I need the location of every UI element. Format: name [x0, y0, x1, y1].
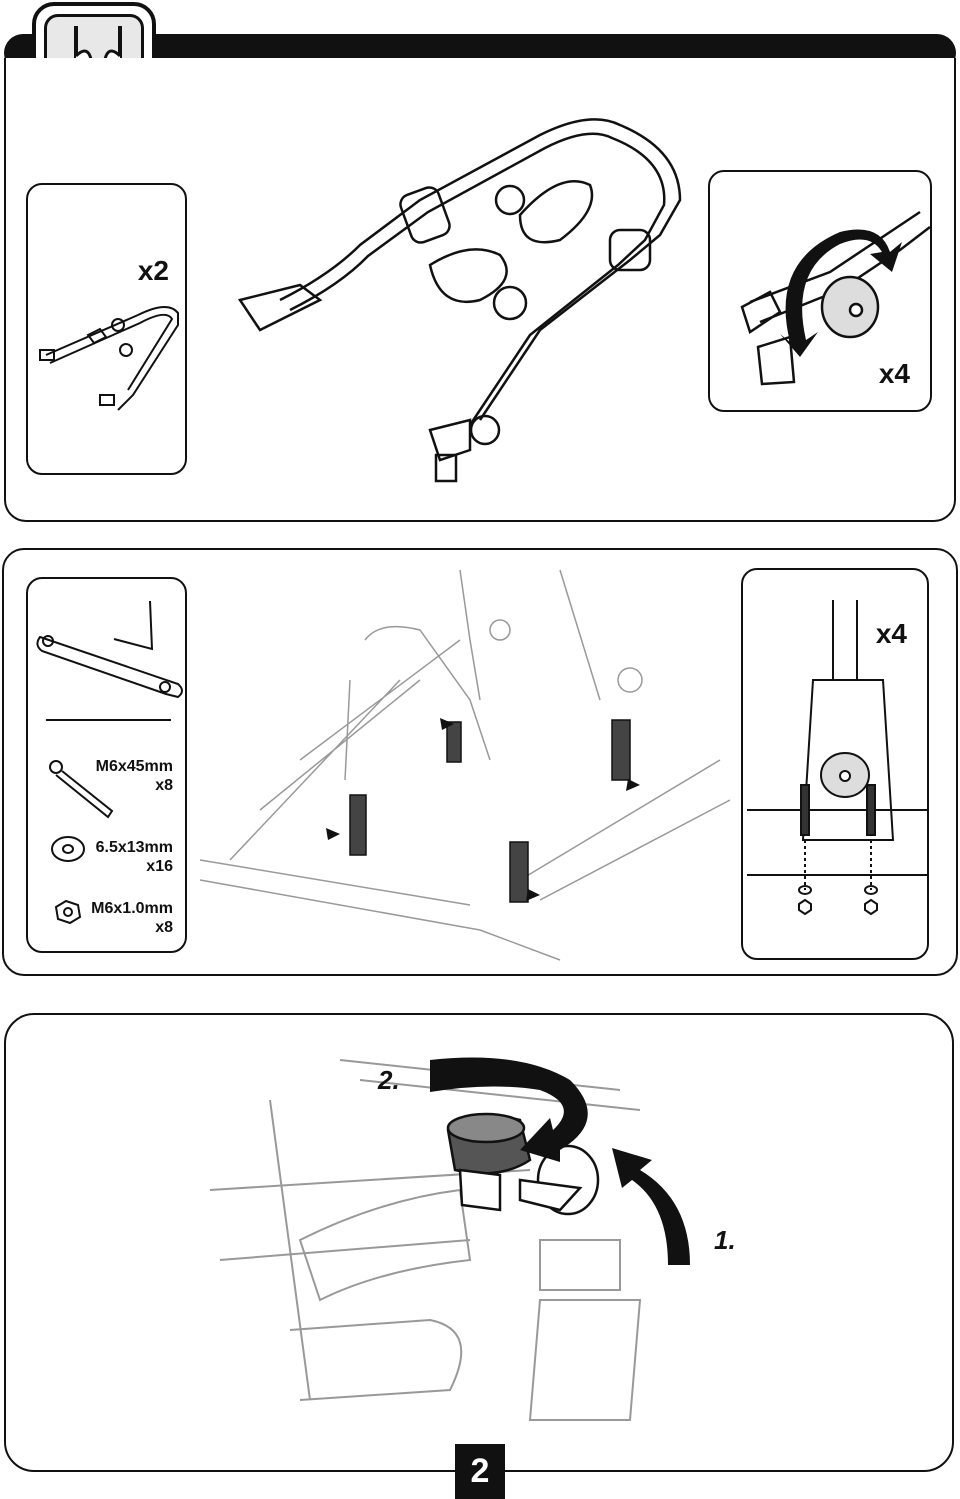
- inset-rack-arms: x2: [26, 183, 187, 475]
- step-1-label: 1.: [714, 1225, 736, 1255]
- bolt-assembly-drawing: [747, 600, 927, 916]
- panel-tighten-knob: [4, 1013, 954, 1472]
- inset-hardware-list: M6x45mm x8 6.5x13mm x16 M6x1.0mm x8: [26, 577, 187, 953]
- hardware-qty: x8: [155, 919, 173, 936]
- inset-knob-rotation: x4: [708, 170, 932, 412]
- hardware-qty: x8: [155, 777, 173, 794]
- nut-icon: [54, 899, 82, 925]
- hardware-qty: x16: [146, 858, 173, 875]
- rack-main-drawing: [237, 118, 682, 483]
- page-number: 2: [455, 1444, 505, 1499]
- quantity-label: x2: [137, 255, 169, 286]
- quantity-label: x4: [878, 358, 910, 389]
- spanner-wrench-icon: [36, 635, 183, 699]
- tools-drawing: [36, 600, 183, 925]
- knob-rotation-drawing: [740, 210, 931, 386]
- hardware-size: M6x45mm: [95, 758, 173, 775]
- washer-icon: [51, 836, 85, 862]
- hardware-size: 6.5x13mm: [95, 839, 173, 856]
- rack-arm-drawing: [39, 306, 179, 411]
- hardware-item-washer: 6.5x13mm x16: [96, 838, 173, 876]
- quantity-label: x4: [875, 618, 907, 649]
- hardware-item-nut: M6x1.0mm x8: [91, 899, 173, 937]
- inset-bolt-assembly: x4: [741, 568, 929, 960]
- step-2-label: 2.: [378, 1065, 400, 1095]
- rack-on-tow-bar-drawing: [199, 569, 731, 961]
- bolt-icon: [49, 760, 114, 819]
- allen-key-icon: [113, 600, 154, 651]
- hardware-size: M6x1.0mm: [91, 900, 173, 917]
- hardware-item-bolt: M6x45mm x8: [96, 757, 173, 795]
